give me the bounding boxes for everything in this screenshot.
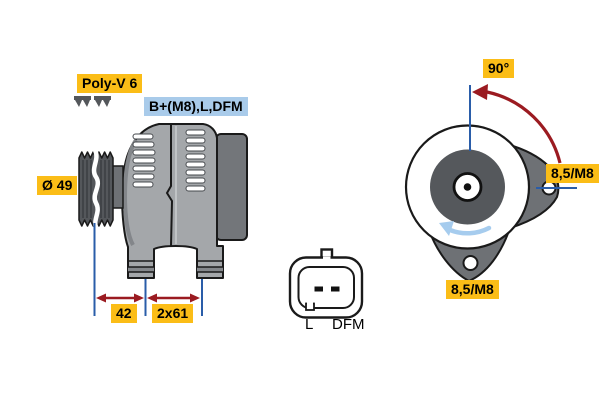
connector-pin-dfm-label: DFM [332, 316, 365, 333]
dimension-extension-lines [93, 223, 203, 316]
connector-pin-l-label: L [305, 316, 314, 333]
front-view-drawing [404, 84, 577, 283]
vent-slots-front [132, 133, 156, 188]
mounting-feet [128, 260, 223, 273]
mount-right-label: 8,5/M8 [546, 164, 599, 183]
housing-seam [165, 124, 174, 247]
side-view-drawing [74, 96, 248, 316]
front-edge-shading [122, 138, 138, 246]
belt-type-label: Poly-V 6 [77, 74, 143, 93]
connector-pin-l [314, 286, 323, 292]
mount-bottom-label: 8,5/M8 [446, 280, 499, 299]
mount-hole-bottom [462, 255, 479, 271]
rotation-direction-arrow-icon [439, 221, 492, 236]
rear-housing-block [215, 133, 248, 241]
dimension-42-label: 42 [111, 304, 137, 323]
pulley-break-line [91, 148, 101, 229]
reference-lines [469, 85, 577, 189]
angle-arrow-icon [472, 84, 562, 164]
terminals-label: B+(M8),L,DFM [144, 97, 248, 116]
pulley-diameter-label: Ø 49 [37, 176, 78, 195]
angle-90-label: 90° [483, 59, 515, 78]
shaft-center-dot [463, 183, 472, 191]
vent-slots-rear [185, 129, 206, 192]
dimension-arrow-42 [96, 293, 144, 303]
connector-drawing [288, 248, 364, 319]
pulley-grooves [82, 160, 110, 218]
dimension-2x61-label: 2x61 [152, 304, 194, 323]
connector-inner-shell [297, 266, 355, 309]
belt-profile-icon [74, 96, 111, 107]
dimension-arrow-2x61 [147, 293, 200, 303]
connector-pin-dfm [331, 286, 340, 292]
